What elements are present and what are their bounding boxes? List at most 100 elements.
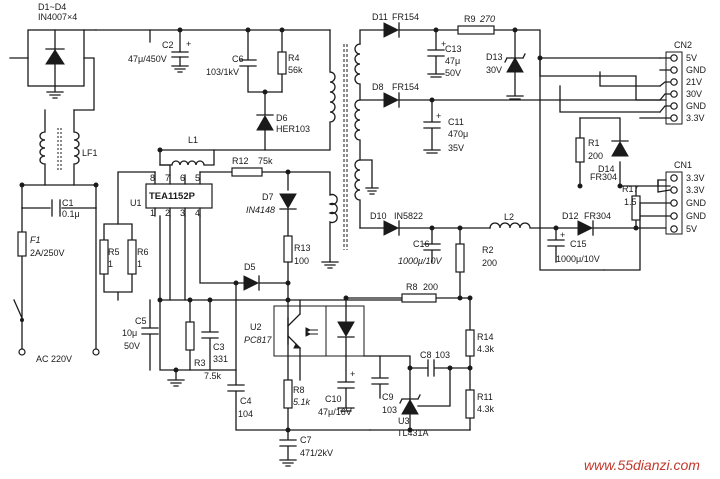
r4-ref: R4 <box>288 53 300 63</box>
u1-pin7: 7 <box>165 173 170 183</box>
u1-pin8: 8 <box>150 173 155 183</box>
cn1-pin-3 <box>670 199 678 207</box>
cn1-ref: CN1 <box>674 160 692 170</box>
u1-pin6: 6 <box>180 173 185 183</box>
resistor-r12 <box>231 167 263 177</box>
c10-value: 47μ/16V <box>318 407 352 417</box>
r9-value: 270 <box>479 14 495 24</box>
watermark: www.55dianzi.com <box>584 457 700 473</box>
d14-value: FR304 <box>590 172 617 182</box>
diode-d8 <box>383 92 661 108</box>
c4-ref: C4 <box>240 396 252 406</box>
transformer-aux-winding <box>287 171 338 263</box>
ac-label: AC 220V <box>36 354 72 364</box>
cn1-label-5: 5V <box>686 224 697 234</box>
c8-value: 103 <box>435 350 450 360</box>
r9-ref: R9 <box>464 14 476 24</box>
c15-value: 1000μ/10V <box>556 254 600 264</box>
d10-value: IN5822 <box>394 211 423 221</box>
c5-ref: C5 <box>135 316 147 326</box>
resistor-r8-200 <box>401 293 437 303</box>
cn1-label-4: GND <box>686 211 707 221</box>
r1-value: 200 <box>588 151 603 161</box>
transformer-primary <box>159 29 336 151</box>
f1-value: 2A/250V <box>30 248 65 258</box>
cn2-label-5: GND <box>686 101 707 111</box>
diode-d10 <box>383 220 491 236</box>
cn1-pin-1 <box>670 174 678 182</box>
ground-symbol <box>46 85 64 99</box>
cn1-pin-5 <box>670 225 678 233</box>
r11-value: 4.3k <box>477 404 495 414</box>
c13-value: 47μ <box>445 56 460 66</box>
cn1-label-1: 3.3V <box>686 173 705 183</box>
c11-voltage: 35V <box>448 143 464 153</box>
f1-ref: F1 <box>30 235 41 245</box>
c7-value: 471/2kV <box>300 448 333 458</box>
capacitor-c5 <box>141 299 159 371</box>
cn1-pin-2 <box>670 186 678 194</box>
cn2-label-4: 30V <box>686 89 702 99</box>
c3-value: 331 <box>213 354 228 364</box>
l2-ref: L2 <box>504 212 514 222</box>
ac-terminal-1 <box>18 348 26 356</box>
d7-value: IN4148 <box>246 205 275 215</box>
c1-value: 0.1μ <box>62 209 80 219</box>
diode-d5 <box>243 275 289 291</box>
cn2-pin-1 <box>670 54 678 62</box>
r11-ref: R11 <box>477 392 493 402</box>
r6-value: 1 <box>137 259 142 269</box>
d6-ref: D6 <box>276 113 288 123</box>
r5-ref: R5 <box>108 247 120 257</box>
connector-cn2 <box>665 51 683 125</box>
c8-ref: C8 <box>420 350 432 360</box>
r8b-ref: R8 <box>406 282 418 292</box>
u1-ref: U1 <box>130 198 142 208</box>
u1-pin4: 4 <box>195 208 200 218</box>
ac-terminal-2 <box>92 348 100 356</box>
regulator-u3 <box>399 367 451 431</box>
cn2-pin-3 <box>670 78 678 86</box>
r14-ref: R14 <box>477 332 494 342</box>
r14-value: 4.3k <box>477 344 495 354</box>
resistor-r11 <box>465 389 475 419</box>
cn2-pin-5 <box>670 102 678 110</box>
capacitor-c2 <box>171 29 189 73</box>
d5-ref: D5 <box>244 262 256 272</box>
r5-value: 1 <box>108 259 113 269</box>
inductor-l2 <box>489 222 579 229</box>
power-switch <box>13 299 24 322</box>
r1-ref: R1 <box>588 138 600 148</box>
resistor-r13 <box>283 235 293 263</box>
r2-value: 200 <box>482 258 497 268</box>
r13-value: 100 <box>294 256 309 266</box>
cn2-pin-2 <box>670 66 678 74</box>
c16-value: 1000μ/10V <box>398 256 442 266</box>
cn2-label-6: 3.3V <box>686 113 705 123</box>
resistor-r2 <box>455 243 465 273</box>
cn2-label-3: 21V <box>686 77 702 87</box>
c11-ref: C11 <box>448 117 464 127</box>
c2-value: 47μ/450V <box>128 54 167 64</box>
d8-ref: D8 <box>372 82 384 92</box>
r8-value: 5.1k <box>293 397 311 407</box>
hv-rail-wire <box>95 29 151 43</box>
r3-value: 7.5k <box>204 371 222 381</box>
cn1-label-3: GND <box>686 198 707 208</box>
cn1-label-2: 3.3V <box>686 185 705 195</box>
resistor-r6 <box>127 239 137 275</box>
cn2-pin-4 <box>670 90 678 98</box>
c6-value: 103/1kV <box>206 67 239 77</box>
u1-pin3: 3 <box>180 208 185 218</box>
diode-d12 <box>577 220 667 236</box>
fuse-f1 <box>17 231 27 257</box>
d7-ref: D7 <box>262 192 274 202</box>
diode-d14 <box>611 140 629 157</box>
d13-ref: D13 <box>486 52 503 62</box>
resistor-r14 <box>465 329 475 357</box>
c2-ref: C2 <box>162 40 174 50</box>
cn1-pin-4 <box>670 212 678 220</box>
diode-d7 <box>279 193 297 237</box>
transformer-secondary <box>354 43 361 229</box>
